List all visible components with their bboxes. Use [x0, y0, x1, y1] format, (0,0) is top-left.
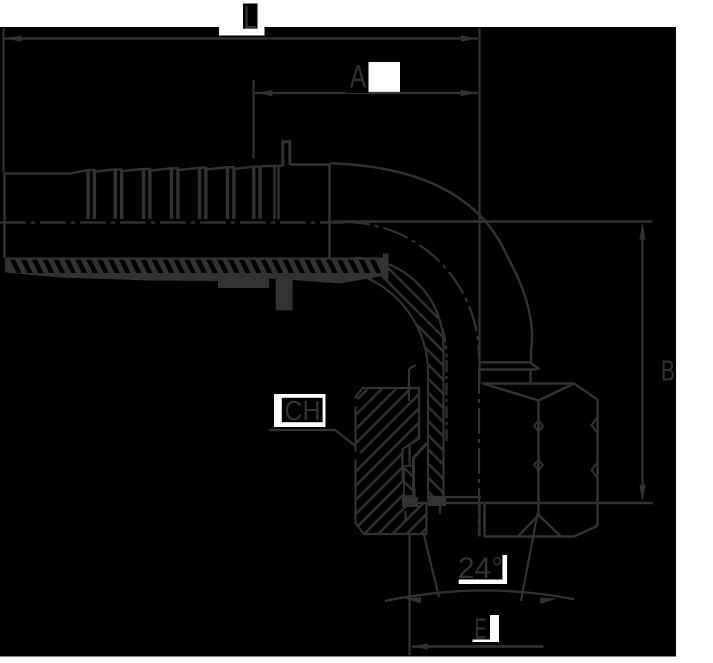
svg-text:A: A	[350, 59, 366, 95]
svg-text:B: B	[661, 356, 675, 388]
svg-text:24°: 24°	[458, 552, 503, 585]
svg-text:CH: CH	[285, 395, 321, 426]
svg-text:E: E	[475, 614, 487, 646]
svg-text:L: L	[244, 0, 258, 35]
